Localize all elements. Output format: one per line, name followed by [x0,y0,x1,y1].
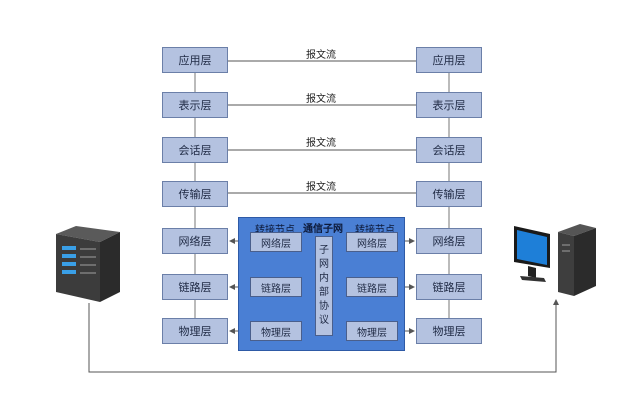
subnet-protocol-box: 子 网 内 部 协 议 [315,236,333,336]
right-layer-6: 物理层 [416,318,482,344]
relay-node-left-label: 转接节点 [255,225,295,236]
right-layer-2: 会话层 [416,137,482,163]
message-label-sess: 报文流 [306,138,336,149]
left-node-layer-2: 物理层 [250,321,302,341]
message-label-pres: 报文流 [306,94,336,105]
right-layer-5: 链路层 [416,274,482,300]
transmission-path [88,299,559,373]
relay-node-right-label: 转接节点 [355,225,395,236]
left-layer-4: 网络层 [162,228,228,254]
right-layer-4: 网络层 [416,228,482,254]
protocol-char: 部 [319,287,329,298]
left-layer-2: 会话层 [162,137,228,163]
protocol-char: 内 [319,273,329,284]
left-node-layer-1: 链路层 [250,277,302,297]
left-layer-6: 物理层 [162,318,228,344]
message-label-app: 报文流 [306,50,336,61]
right-node-layer-1: 链路层 [346,277,398,297]
right-node-layer-2: 物理层 [346,321,398,341]
subnet-title: 通信子网 [303,224,343,235]
left-node-layer-0: 网络层 [250,232,302,252]
protocol-char: 协 [319,301,329,312]
message-label-trans: 报文流 [306,182,336,193]
computer-icon [514,224,596,296]
left-layer-0: 应用层 [162,47,228,73]
protocol-char: 议 [319,315,329,326]
right-layer-0: 应用层 [416,47,482,73]
server-icon [56,226,120,302]
protocol-char: 网 [319,259,329,270]
left-layer-3: 传输层 [162,181,228,207]
right-layer-3: 传输层 [416,181,482,207]
right-node-layer-0: 网络层 [346,232,398,252]
protocol-char: 子 [319,245,329,256]
left-layer-1: 表示层 [162,92,228,118]
right-layer-1: 表示层 [416,92,482,118]
left-layer-5: 链路层 [162,274,228,300]
